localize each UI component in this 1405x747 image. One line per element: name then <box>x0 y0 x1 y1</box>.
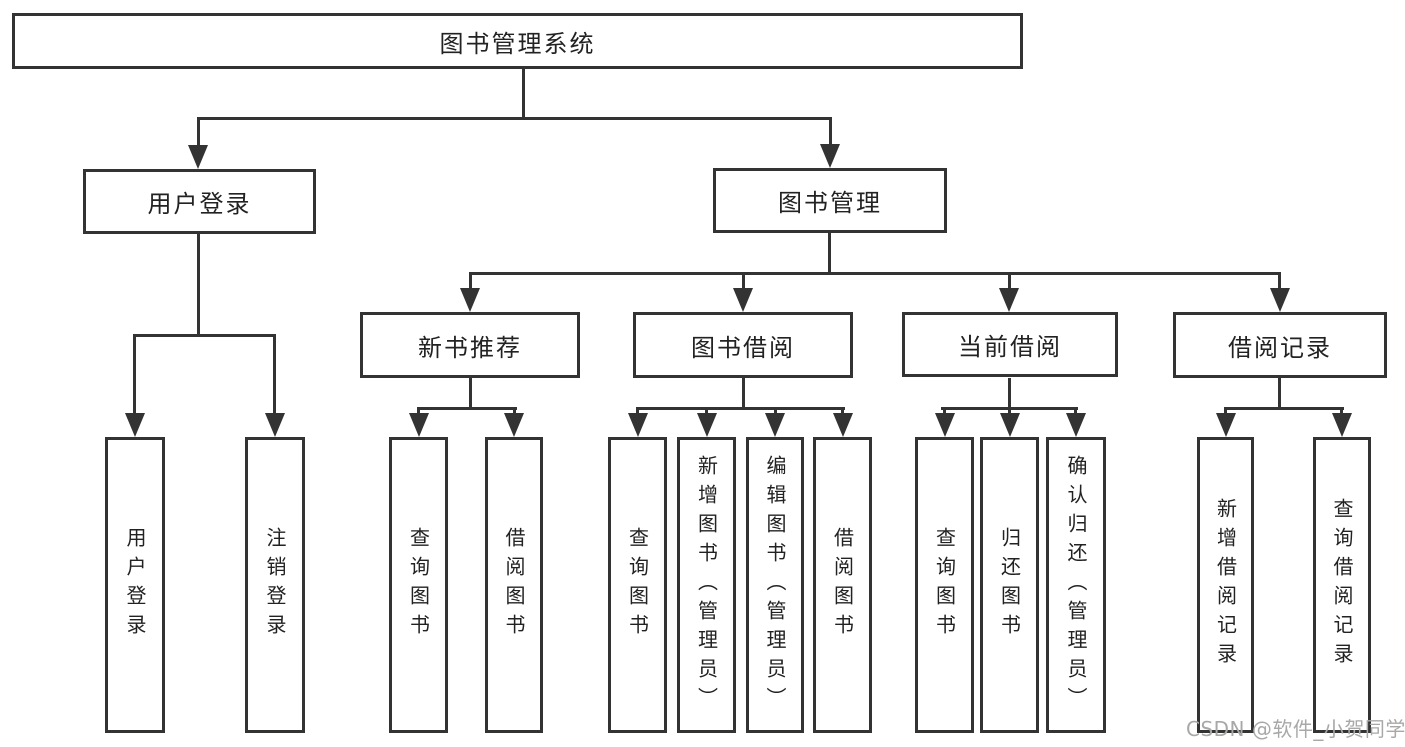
arrow-down-icon <box>820 144 840 168</box>
arrow-down-icon <box>999 288 1019 312</box>
watermark: CSDN @软件_小贺同学 <box>1186 717 1405 741</box>
leaf-query-books-1: 查询图书 <box>389 437 448 733</box>
connector-leaf-stem <box>636 407 639 417</box>
connector-user-login-drop <box>197 234 200 336</box>
arrow-down-icon <box>833 413 853 437</box>
leaf-query-books-2: 查询图书 <box>608 437 667 733</box>
node-book-management: 图书管理 <box>713 168 947 233</box>
connector-leaf-stem <box>273 334 276 418</box>
connector-book-borrow-stem <box>742 272 745 292</box>
connector-root-drop <box>522 69 525 119</box>
connector-new-book-stem <box>469 272 472 292</box>
leaf-query-borrow-record: 查询借阅记录 <box>1313 437 1371 733</box>
connector-user-login-bar <box>133 334 276 337</box>
node-library-system: 图书管理系统 <box>12 13 1023 69</box>
node-book-borrowing: 图书借阅 <box>633 312 853 378</box>
arrow-down-icon <box>504 413 524 437</box>
leaf-logout-login: 注销登录 <box>245 437 305 733</box>
connector-leaf-stem <box>513 407 516 417</box>
node-borrow-records: 借阅记录 <box>1173 312 1387 378</box>
arrow-down-icon <box>460 288 480 312</box>
node-user-login: 用户登录 <box>83 169 316 234</box>
leaf-user-login: 用户登录 <box>105 437 165 733</box>
arrow-down-icon <box>1000 413 1020 437</box>
connector-new-book-bar <box>417 407 517 410</box>
connector-book-borrow-drop <box>742 378 745 410</box>
leaf-borrow-books-1: 借阅图书 <box>485 437 543 733</box>
connector-leaf-stem <box>943 407 946 417</box>
arrow-down-icon <box>935 413 955 437</box>
connector-level1-bar <box>197 117 832 120</box>
connector-level2-bar <box>469 272 1281 275</box>
connector-leaf-stem <box>1224 407 1227 417</box>
arrow-down-icon <box>628 413 648 437</box>
connector-borrow-records-stem <box>1278 272 1281 292</box>
connector-leaf-stem <box>841 407 844 417</box>
connector-leaf-stem <box>1008 407 1011 417</box>
arrow-down-icon <box>1270 288 1290 312</box>
leaf-add-books-admin: 新增图书（管理员） <box>677 437 736 733</box>
connector-book-borrow-bar <box>636 407 845 410</box>
arrow-down-icon <box>265 413 285 437</box>
arrow-down-icon <box>765 413 785 437</box>
node-new-book-recommend: 新书推荐 <box>360 312 580 378</box>
leaf-borrow-books-2: 借阅图书 <box>813 437 872 733</box>
connector-leaf-stem <box>1340 407 1343 417</box>
arrow-down-icon <box>188 145 208 169</box>
connector-leaf-stem <box>774 407 777 417</box>
connector-user-login-stem <box>197 117 200 147</box>
arrow-down-icon <box>1066 413 1086 437</box>
connector-leaf-stem <box>705 407 708 417</box>
arrow-down-icon <box>1216 413 1236 437</box>
connector-leaf-stem <box>133 334 136 418</box>
connector-new-book-drop <box>469 378 472 410</box>
leaf-add-borrow-record: 新增借阅记录 <box>1197 437 1254 733</box>
connector-leaf-stem <box>417 407 420 417</box>
leaf-edit-books-admin: 编辑图书（管理员） <box>746 437 804 733</box>
connector-current-borrow-stem <box>1008 272 1011 292</box>
connector-book-mgmt-stem <box>829 117 832 147</box>
arrow-down-icon <box>733 288 753 312</box>
connector-borrow-records-drop <box>1278 378 1281 410</box>
arrow-down-icon <box>697 413 717 437</box>
leaf-query-books-3: 查询图书 <box>915 437 974 733</box>
leaf-confirm-return-admin: 确认归还（管理员） <box>1046 437 1106 733</box>
arrow-down-icon <box>1332 413 1352 437</box>
arrow-down-icon <box>125 413 145 437</box>
arrow-down-icon <box>409 413 429 437</box>
connector-book-mgmt-drop <box>828 233 831 274</box>
connector-borrow-records-bar <box>1224 407 1344 410</box>
node-current-borrowing: 当前借阅 <box>902 312 1118 377</box>
leaf-return-books: 归还图书 <box>980 437 1039 733</box>
connector-current-borrow-drop <box>1008 378 1011 410</box>
connector-leaf-stem <box>1074 407 1077 417</box>
